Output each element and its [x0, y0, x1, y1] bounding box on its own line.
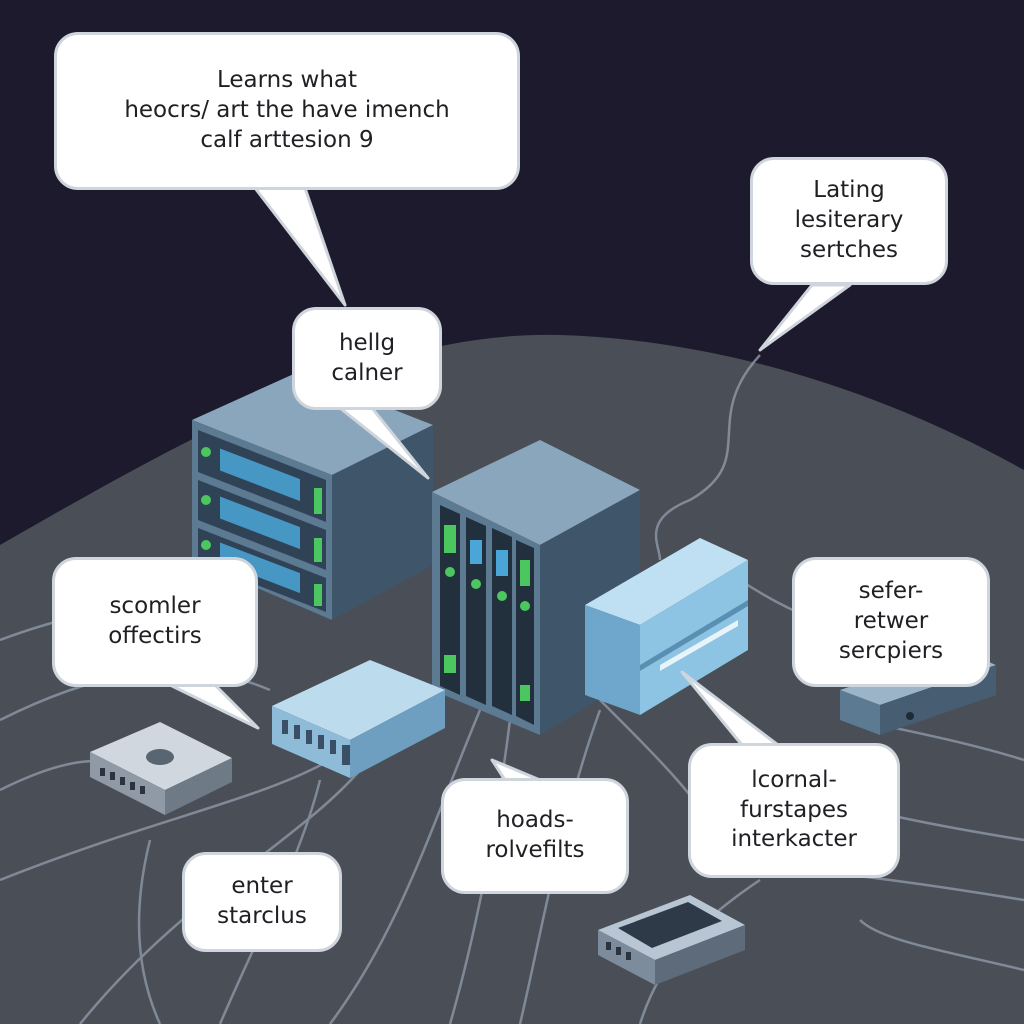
bubble-text: calf arttesion 9 — [200, 126, 374, 153]
switch-ports — [282, 720, 350, 765]
router-icon — [90, 722, 232, 815]
media-device-icon — [598, 895, 745, 985]
bubble-text: enter — [231, 873, 293, 900]
bubble-text: hellg — [338, 329, 396, 356]
rack-indicator-leds — [201, 447, 322, 606]
bubble-text: lesiterary — [794, 207, 904, 234]
bubble-text: sercpiers — [838, 637, 944, 664]
bubble-text: rolvefilts — [485, 837, 585, 863]
bubble-top-left: Learns what heocrs/ art the have imench … — [54, 32, 520, 190]
bubble-text: Learns what — [216, 67, 358, 94]
bubble-top-right: Lating lesiterary sertches — [750, 157, 948, 285]
bubble-text: interkacter — [731, 826, 857, 853]
bubble-text: furstapes — [740, 796, 848, 823]
bubble-text: Lating — [813, 177, 885, 204]
bubble-text: scomler — [109, 593, 201, 620]
bubble-text: calner — [331, 359, 403, 386]
bubble-text: lcornal- — [751, 766, 837, 793]
bubble-right: sefer- retwer sercpiers — [792, 557, 990, 687]
bubble-bottom-center: hoads- rolvefilts — [441, 778, 629, 894]
bubble-left: scomler offectirs — [52, 557, 258, 687]
bubble-text: hoads- — [496, 807, 574, 834]
bubble-center-top: hellg calner — [292, 307, 442, 410]
bubble-text: sefer- — [858, 578, 924, 605]
tower-status-leds — [444, 525, 530, 701]
bubble-text: heocrs/ art the have imench — [124, 97, 450, 124]
bubble-text: starclus — [217, 903, 307, 929]
bubble-bottom-left: enter starclus — [182, 852, 342, 952]
bubble-text: offectirs — [108, 623, 202, 649]
bubble-text: sertches — [800, 236, 898, 263]
network-switch-icon — [272, 660, 445, 778]
storage-box-icon — [585, 538, 748, 715]
rack-port-grid — [220, 448, 300, 594]
bubble-bottom-right: lcornal- furstapes interkacter — [688, 743, 900, 878]
bubble-text: retwer — [853, 608, 929, 635]
